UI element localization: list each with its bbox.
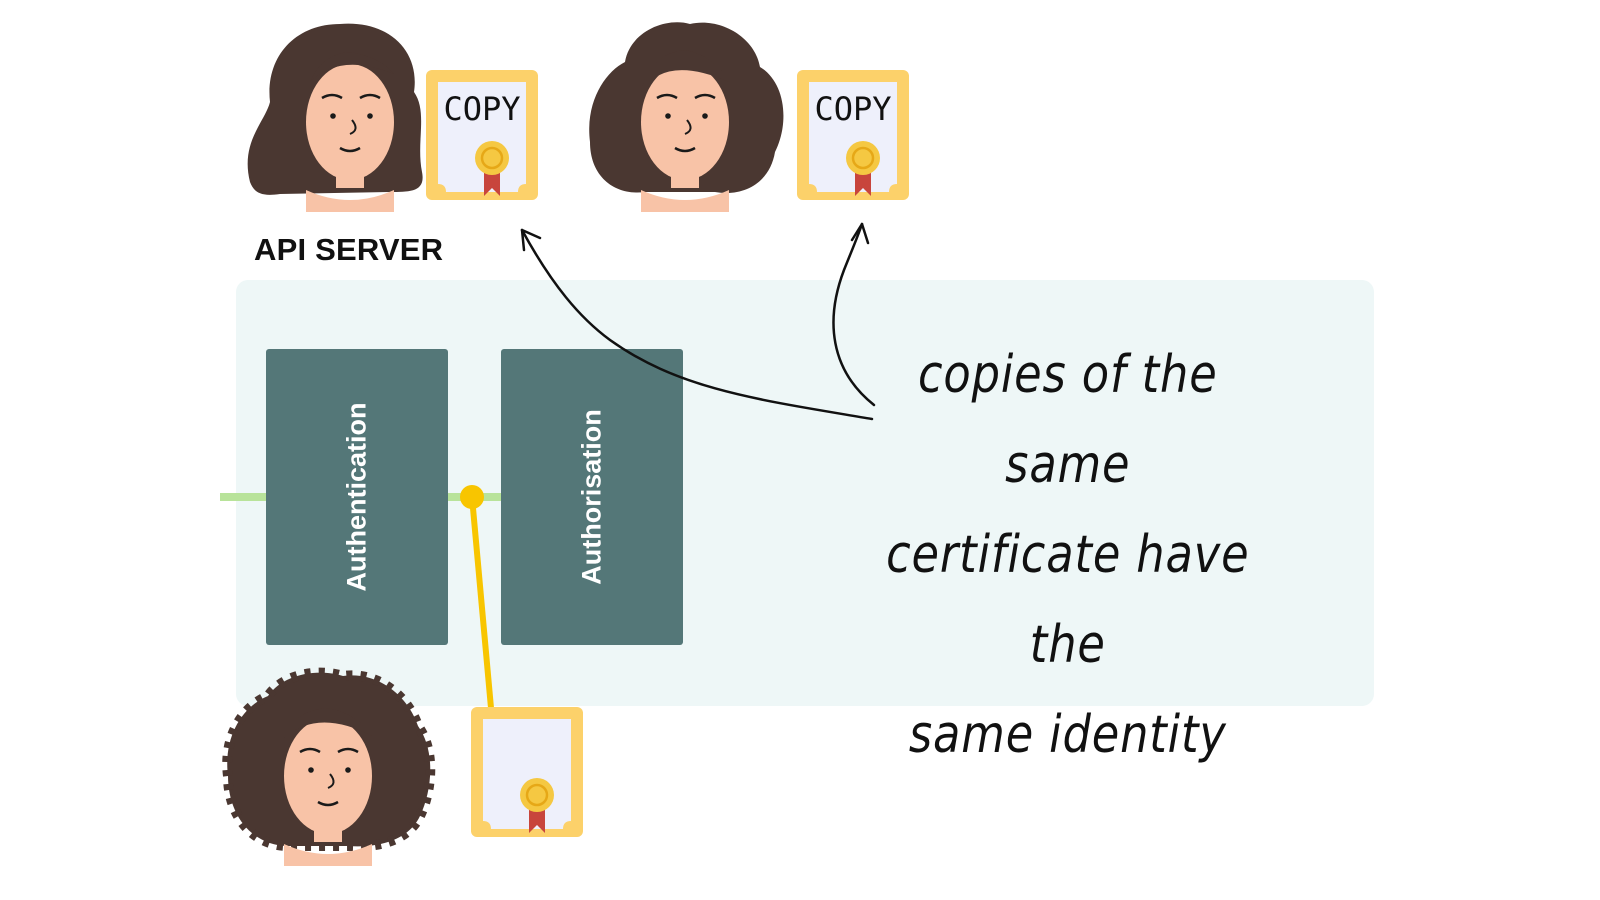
arrow-icon [520, 228, 874, 421]
certificate-connector [469, 496, 494, 709]
arrow-icon [832, 222, 876, 407]
certificate-icon: COPY [795, 68, 911, 202]
note-line: certificate have the [886, 525, 1250, 675]
authentication-module: Authentication [266, 349, 448, 645]
api-server-title: API SERVER [254, 232, 444, 267]
connector-dot [460, 485, 484, 509]
copy-badge: COPY [814, 90, 891, 128]
annotation-note: copies of the same certificate have the … [870, 330, 1266, 780]
copy-badge: COPY [443, 90, 520, 128]
person-avatar-icon [247, 23, 423, 214]
authorisation-module: Authorisation [501, 349, 683, 645]
person-avatar-icon [589, 22, 784, 214]
certificate-icon [469, 705, 585, 839]
certificate-icon: COPY [424, 68, 540, 202]
note-line: same identity [908, 705, 1227, 765]
note-line: copies of the same [917, 345, 1218, 495]
person-avatar-icon [222, 667, 436, 868]
